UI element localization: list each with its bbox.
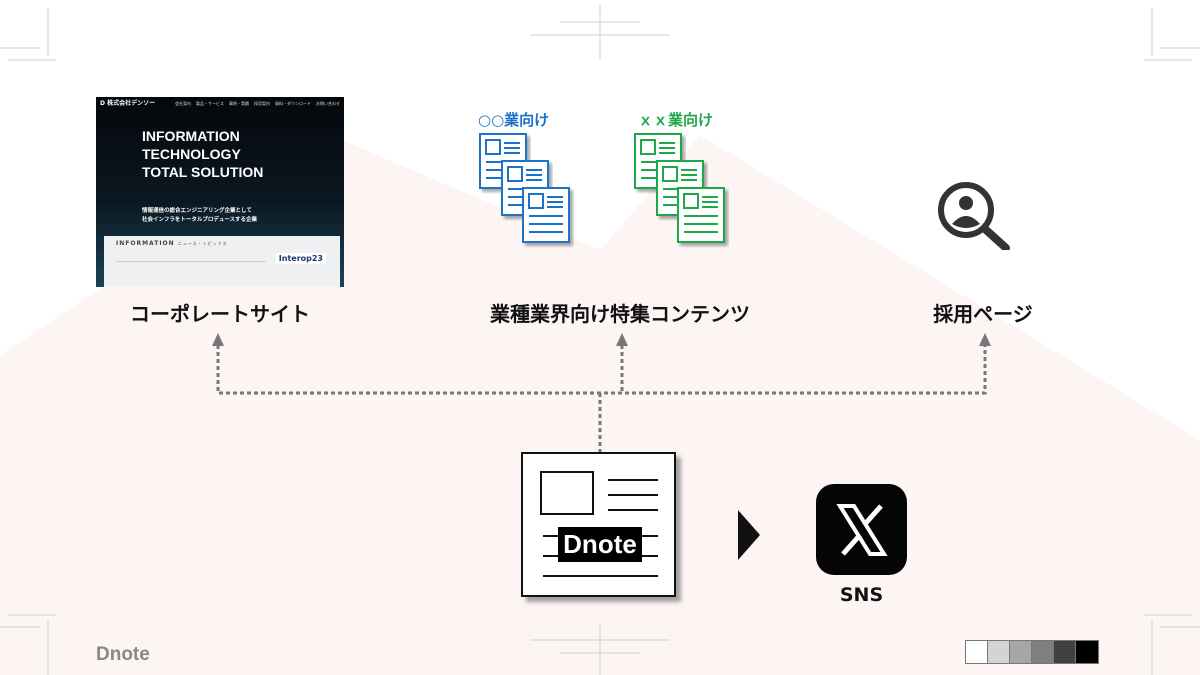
sub-line: 情報通信の総合エンジニアリング企業として [142, 208, 252, 214]
site-header: D 株式会社デンソー 会社案内 製品・サービス 事例・実績 採用案内 資料・ダウ… [100, 100, 340, 107]
site-nav-item: お問い合わせ [316, 101, 340, 106]
gray-swatch [966, 641, 988, 663]
gray-swatch [1010, 641, 1032, 663]
dnote-logo-text: Dnote [563, 529, 637, 559]
site-hero: INFORMATION TECHNOLOGY TOTAL SOLUTION [142, 127, 263, 181]
site-logo: D 株式会社デンソー [100, 100, 156, 107]
corporate-site-screenshot: D 株式会社デンソー 会社案内 製品・サービス 事例・実績 採用案内 資料・ダウ… [96, 97, 344, 287]
document-stack-icons [470, 128, 750, 253]
gray-swatch [1032, 641, 1054, 663]
site-nav-item: 会社案内 [175, 101, 191, 106]
footer-brand: Dnote [96, 644, 150, 665]
corporate-site-label: コーポレートサイト [130, 302, 310, 326]
hero-line: TOTAL SOLUTION [142, 164, 264, 180]
gray-swatch [1054, 641, 1076, 663]
site-subtitle: 情報通信の総合エンジニアリング企業として 社会インフラをトータルプロデュースする… [142, 207, 257, 225]
site-info-panel: INFORMATION ニュース・トピックス Interop23 [104, 236, 340, 287]
hero-line: TECHNOLOGY [142, 146, 241, 162]
site-nav-item: 採用案内 [254, 101, 270, 106]
interop-badge: Interop23 [275, 253, 326, 264]
sns-label: SNS [839, 584, 884, 606]
recruit-label: 採用ページ [933, 302, 1033, 326]
green-docs [635, 134, 724, 242]
arrow-right-icon [738, 510, 760, 560]
group-title-1: ○○業向け [478, 111, 550, 129]
info-sub: ニュース・トピックス [177, 241, 228, 246]
gray-swatch [988, 641, 1010, 663]
site-nav-item: 資料・ダウンロード [275, 101, 311, 106]
x-logo-icon [816, 484, 907, 575]
gray-swatch [1076, 641, 1098, 663]
site-nav: 会社案内 製品・サービス 事例・実績 採用案内 資料・ダウンロード お問い合わせ [161, 100, 340, 106]
group-title-2: ｘｘ業向け [638, 111, 714, 129]
grayscale-bar [965, 640, 1099, 664]
info-row [116, 254, 266, 262]
info-heading: INFORMATION ニュース・トピックス [116, 240, 227, 247]
document-icon [540, 471, 658, 577]
blue-docs [480, 134, 569, 242]
feature-contents-label: 業種業界向け特集コンテンツ [490, 302, 750, 326]
site-nav-item: 事例・実績 [229, 101, 249, 106]
info-heading-text: INFORMATION [116, 240, 175, 247]
info-row [116, 270, 266, 278]
hero-line: INFORMATION [142, 128, 240, 144]
sub-line: 社会インフラをトータルプロデュースする企業 [142, 217, 258, 223]
site-nav-item: 製品・サービス [196, 101, 224, 106]
dnote-document-card: Dnote [521, 452, 676, 597]
person-search-icon [938, 182, 1010, 250]
